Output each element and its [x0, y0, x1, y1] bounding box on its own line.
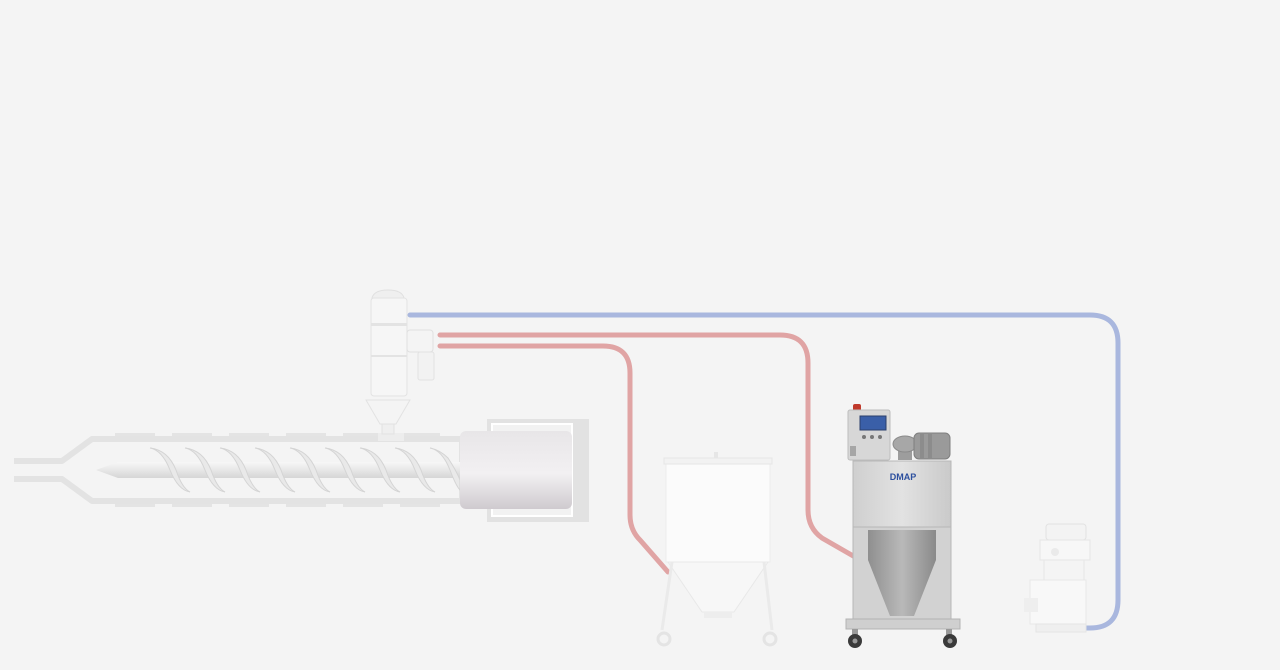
dryer-unit: DMAP [845, 404, 961, 648]
vacuum-loader [365, 289, 435, 435]
vacuum-blower-station [1024, 523, 1091, 633]
dryer-base [845, 618, 961, 630]
injection-unit [14, 419, 589, 522]
material-hopper [656, 452, 778, 647]
brand-logo: DMAP [890, 472, 917, 482]
drive-motor [460, 431, 572, 509]
feed-throat [378, 433, 404, 441]
loader-valve [406, 329, 434, 353]
heater-bands [115, 433, 440, 507]
blower-motor [892, 432, 951, 460]
control-panel [859, 415, 887, 431]
dryer-cone [868, 530, 936, 616]
screw-flights [149, 447, 461, 493]
material-line-hopper [437, 343, 671, 575]
return-air-line [407, 312, 1121, 631]
material-line-dryer [437, 332, 858, 560]
dryer-body [852, 460, 952, 528]
conveying-lines [407, 312, 1121, 631]
